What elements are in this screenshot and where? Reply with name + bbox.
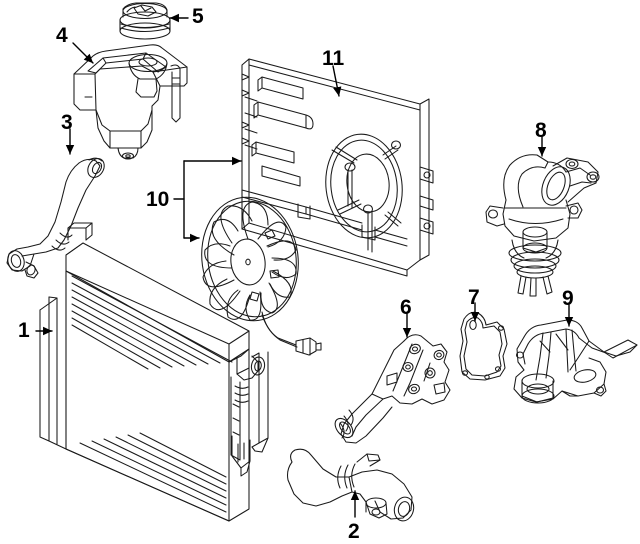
part-6-water-pump-inlet-housing [334, 334, 451, 444]
callout-number-1: 1 [18, 319, 30, 342]
leader-10 [173, 156, 242, 243]
part-2-lower-radiator-hose [286, 448, 415, 522]
callout-number-10: 10 [146, 188, 170, 211]
callout-number-3: 3 [61, 111, 73, 134]
part-8-thermostat-housing [485, 154, 600, 297]
part-5-expansion-tank-cap [119, 2, 171, 40]
callout-number-2: 2 [348, 520, 360, 543]
callout-number-11: 11 [322, 47, 345, 70]
callout-number-9: 9 [562, 287, 574, 310]
callout-number-6: 6 [400, 296, 412, 319]
part-3-upper-radiator-hose [6, 157, 105, 279]
callout-number-8: 8 [535, 119, 547, 142]
leader-11 [332, 65, 342, 97]
callout-number-4: 4 [56, 24, 68, 47]
callout-number-7: 7 [468, 286, 480, 309]
part-4-expansion-tank [73, 44, 188, 160]
callout-leaders [35, 13, 574, 518]
part-7-water-pump-gasket [459, 311, 508, 381]
part-1-radiator [39, 222, 269, 522]
leader-4 [72, 42, 94, 64]
callout-number-5: 5 [192, 5, 204, 28]
part-10-cooling-fan [201, 196, 322, 356]
part-9-water-pump [513, 319, 638, 404]
